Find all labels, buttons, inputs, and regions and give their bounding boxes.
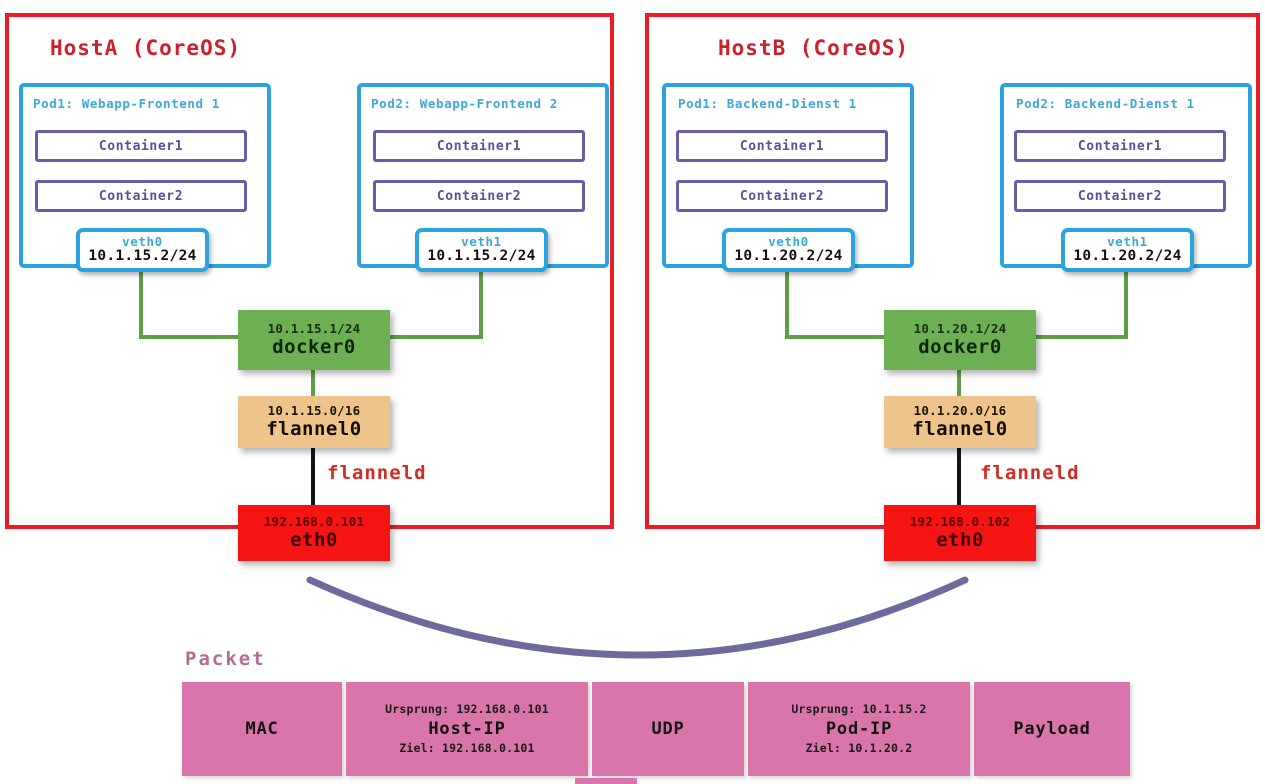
packet-field-payload: Payload (974, 682, 1130, 776)
wire-b-veth0-horizontal (785, 335, 895, 339)
device-a-flannel0-name: flannel0 (266, 418, 362, 441)
wire-a-veth1-horizontal (378, 335, 483, 339)
pod-label-b1: Pod1: Backend-Dienst 1 (678, 96, 857, 111)
device-a-eth0: 192.168.0.101 eth0 (238, 505, 390, 561)
veth-name-b-veth0: veth0 (768, 234, 809, 250)
veth-name-a-veth1: veth1 (461, 234, 502, 250)
wire-a-veth0-horizontal (139, 335, 249, 339)
flanneld-label-b: flanneld (980, 462, 1080, 484)
veth-box-a-veth1: veth1 10.1.15.2/24 (415, 228, 548, 272)
wire-b-flannel0-eth0 (957, 445, 961, 510)
wire-b-docker0-flannel0 (957, 370, 961, 398)
packet-field-host-ip-source: Ursprung: 192.168.0.101 (385, 702, 549, 717)
host-link-arc (306, 576, 969, 659)
container-b1-2: Container2 (676, 180, 888, 212)
veth-ip-a-veth1: 10.1.15.2/24 (427, 248, 536, 265)
pod-label-b2: Pod2: Backend-Dienst 1 (1016, 96, 1195, 111)
container-a2-1: Container1 (373, 130, 585, 162)
packet-field-host-ip: Ursprung: 192.168.0.101 Host-IP Ziel: 19… (346, 682, 588, 776)
packet-field-host-ip-main: Host-IP (428, 718, 506, 739)
host-title-a: HostA (CoreOS) (50, 36, 242, 60)
device-a-eth0-name: eth0 (290, 529, 338, 552)
packet-field-payload-main: Payload (1013, 718, 1091, 739)
packet-field-udp: UDP (592, 682, 744, 776)
flanneld-label-a: flanneld (327, 462, 427, 484)
device-b-flannel0-ip: 10.1.20.0/16 (913, 403, 1007, 419)
packet-field-pod-ip-source: Ursprung: 10.1.15.2 (791, 702, 927, 717)
veth-box-a-veth0: veth0 10.1.15.2/24 (76, 228, 209, 272)
device-b-docker0: 10.1.20.1/24 docker0 (884, 310, 1036, 370)
packet-field-pod-ip: Ursprung: 10.1.15.2 Pod-IP Ziel: 10.1.20… (748, 682, 970, 776)
device-a-docker0-name: docker0 (272, 336, 356, 359)
device-b-eth0: 192.168.0.102 eth0 (884, 505, 1036, 561)
container-a1-1: Container1 (35, 130, 247, 162)
device-a-flannel0-ip: 10.1.15.0/16 (267, 403, 361, 419)
device-a-docker0-ip: 10.1.15.1/24 (267, 321, 361, 337)
wire-a-veth0-vertical (139, 268, 143, 338)
veth-box-b-veth1: veth1 10.1.20.2/24 (1061, 228, 1194, 272)
device-b-eth0-ip: 192.168.0.102 (909, 514, 1011, 530)
container-b1-1: Container1 (676, 130, 888, 162)
pod-label-a2: Pod2: Webapp-Frontend 2 (371, 96, 558, 111)
container-b2-2: Container2 (1014, 180, 1226, 212)
wire-a-flannel0-eth0 (311, 445, 315, 510)
container-a1-2: Container2 (35, 180, 247, 212)
veth-ip-b-veth1: 10.1.20.2/24 (1073, 248, 1182, 265)
packet-field-host-ip-dest: Ziel: 192.168.0.101 (399, 741, 535, 756)
device-b-eth0-name: eth0 (936, 529, 984, 552)
wire-b-veth1-vertical (1124, 268, 1128, 338)
packet-field-udp-main: UDP (651, 718, 685, 739)
packet-field-pod-ip-main: Pod-IP (825, 718, 893, 739)
packet-title: Packet (185, 648, 266, 670)
device-a-docker0: 10.1.15.1/24 docker0 (238, 310, 390, 370)
wire-a-docker0-flannel0 (311, 370, 315, 398)
packet-stub-marker (575, 778, 637, 784)
pod-box-a2 (357, 83, 609, 268)
wire-b-veth1-horizontal (1024, 335, 1128, 339)
veth-name-b-veth1: veth1 (1107, 234, 1148, 250)
veth-ip-b-veth0: 10.1.20.2/24 (734, 248, 843, 265)
packet-field-mac-main: MAC (245, 718, 279, 739)
device-a-eth0-ip: 192.168.0.101 (263, 514, 365, 530)
device-b-docker0-name: docker0 (918, 336, 1002, 359)
container-b2-1: Container1 (1014, 130, 1226, 162)
veth-name-a-veth0: veth0 (122, 234, 163, 250)
packet-field-mac: MAC (182, 682, 342, 776)
device-a-flannel0: 10.1.15.0/16 flannel0 (238, 396, 390, 448)
veth-box-b-veth0: veth0 10.1.20.2/24 (722, 228, 855, 272)
container-a2-2: Container2 (373, 180, 585, 212)
device-b-flannel0: 10.1.20.0/16 flannel0 (884, 396, 1036, 448)
host-title-b: HostB (CoreOS) (718, 36, 910, 60)
pod-label-a1: Pod1: Webapp-Frontend 1 (33, 96, 220, 111)
device-b-docker0-ip: 10.1.20.1/24 (913, 321, 1007, 337)
veth-ip-a-veth0: 10.1.15.2/24 (88, 248, 197, 265)
packet-field-pod-ip-dest: Ziel: 10.1.20.2 (805, 741, 913, 756)
wire-a-veth1-vertical (479, 268, 483, 338)
wire-b-veth0-vertical (785, 268, 789, 338)
device-b-flannel0-name: flannel0 (912, 418, 1008, 441)
